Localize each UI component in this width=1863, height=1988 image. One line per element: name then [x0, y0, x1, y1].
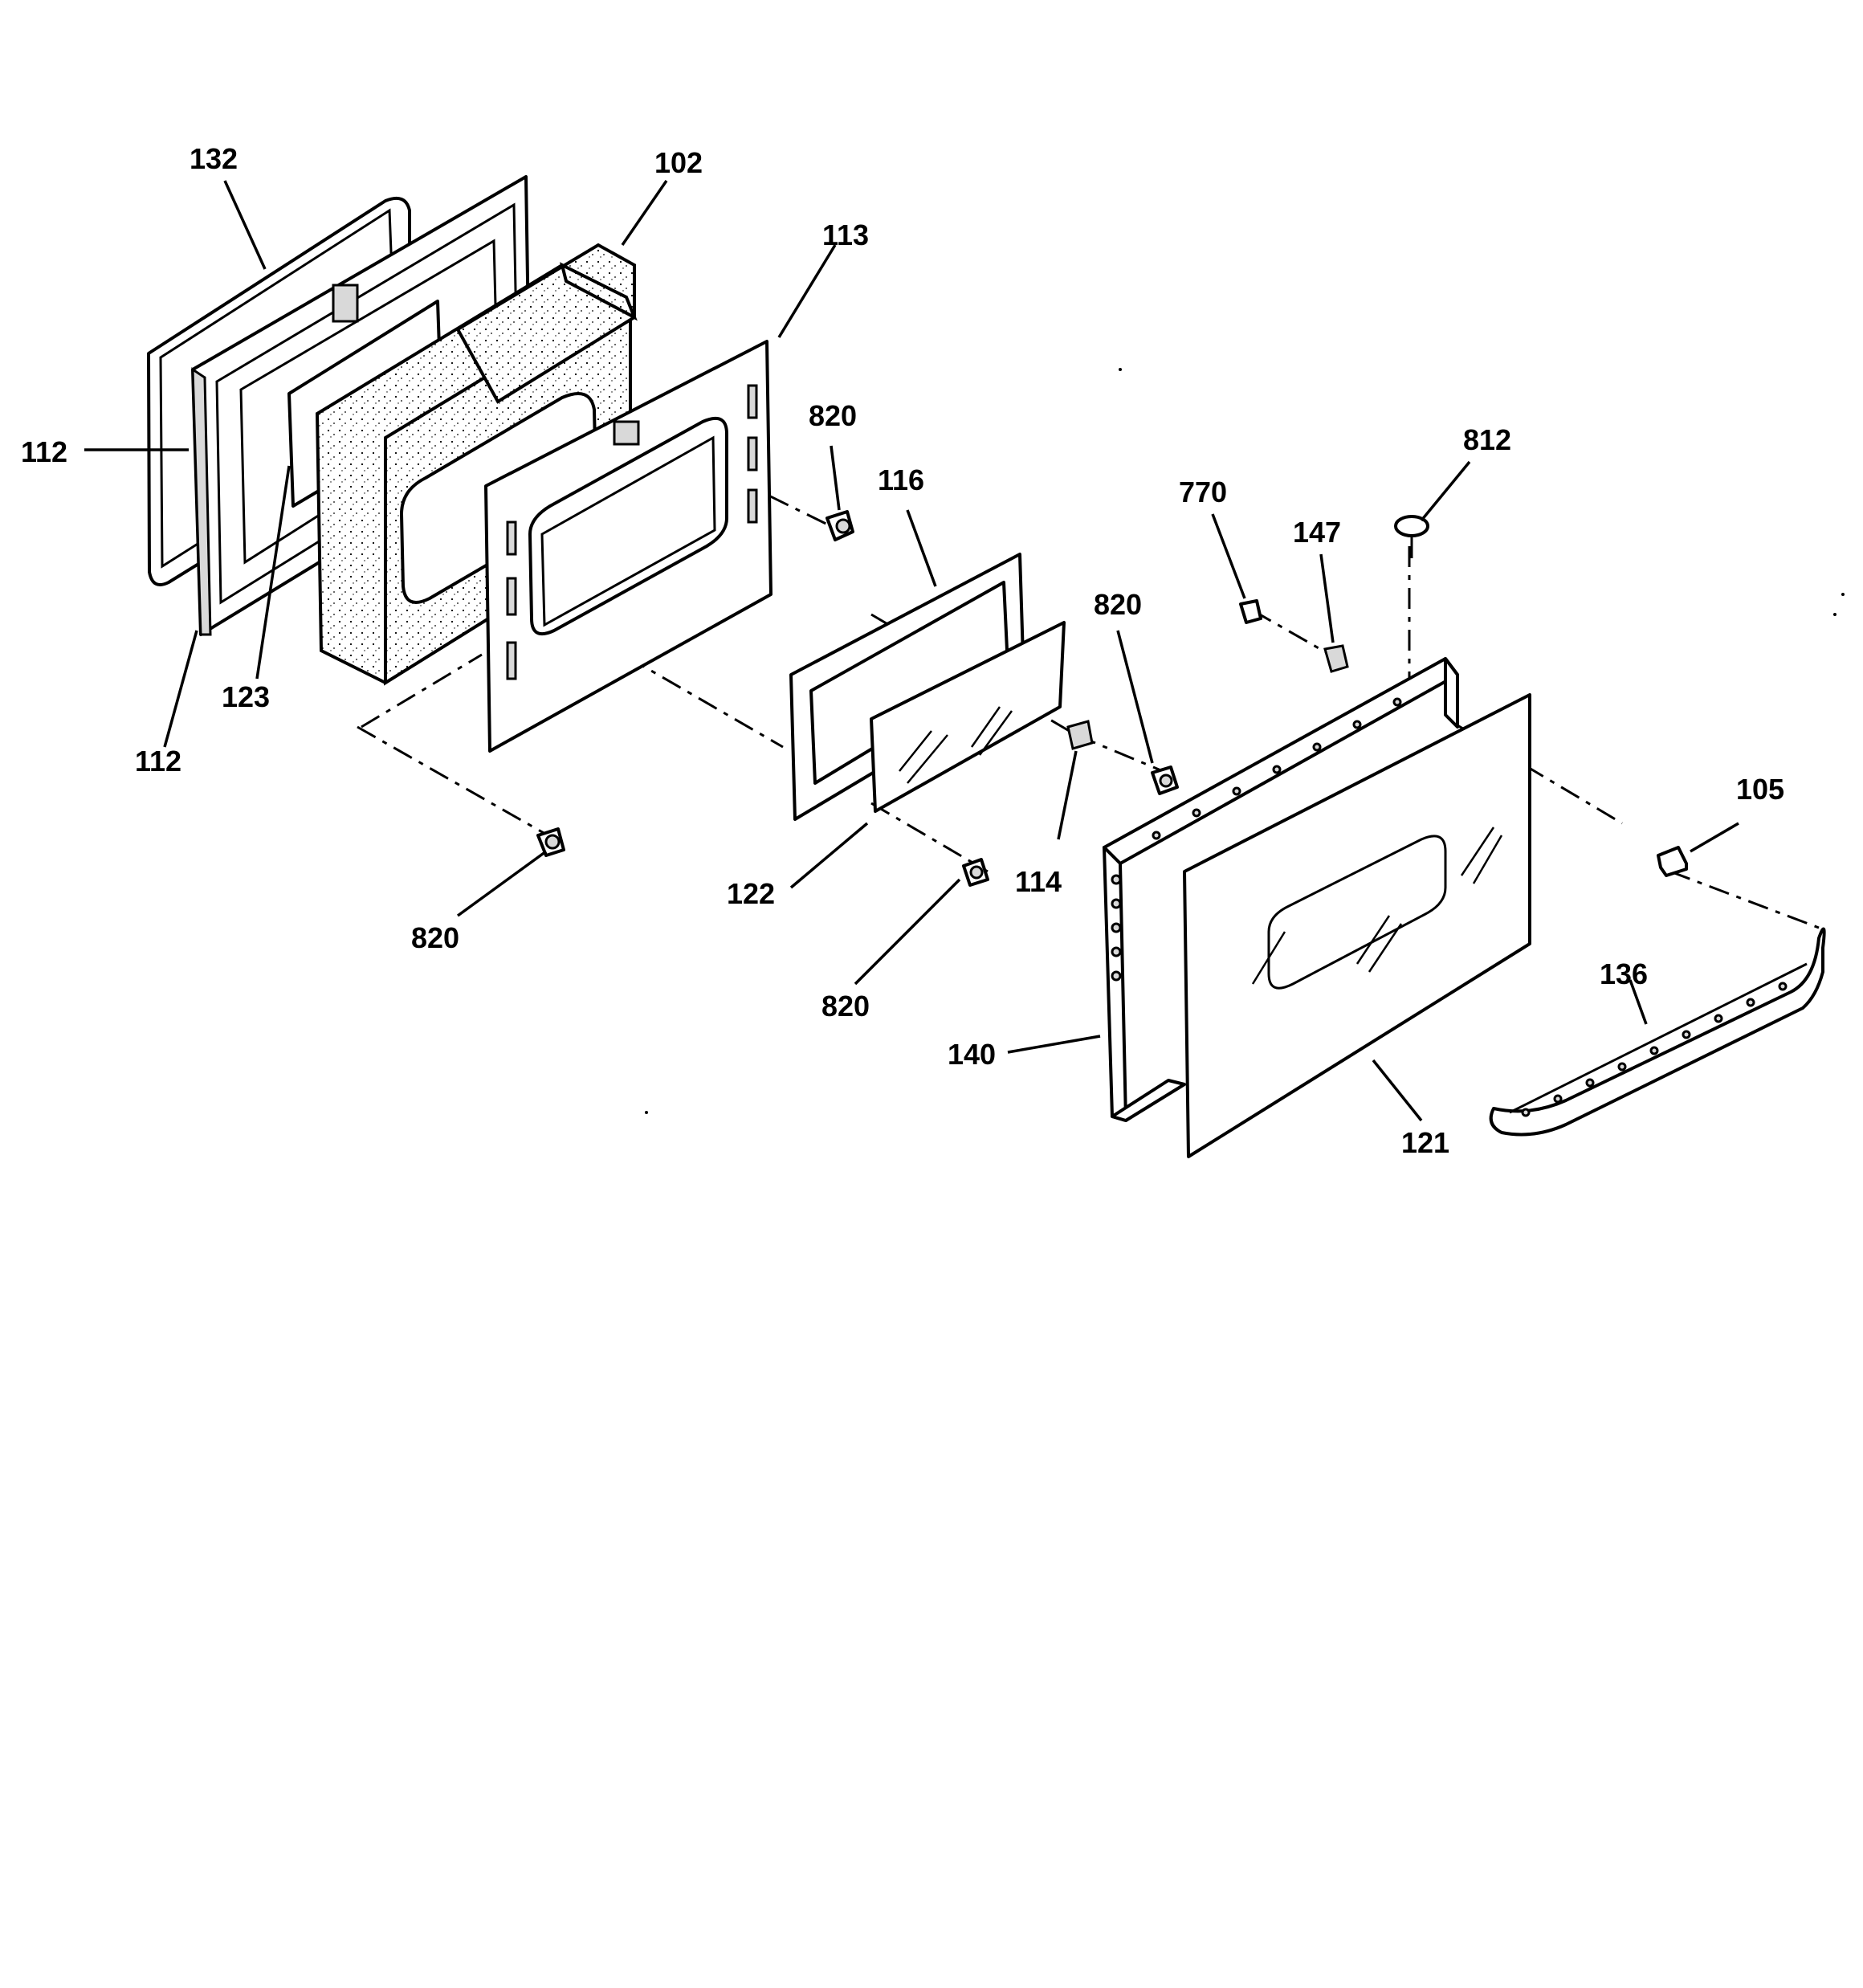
screw-820-middle [1151, 765, 1179, 795]
screw-812 [1394, 515, 1429, 558]
callout-770: 770 [1179, 476, 1227, 508]
callout-820-upper: 820 [809, 399, 857, 432]
callout-121: 121 [1401, 1126, 1449, 1159]
callout-116: 116 [878, 463, 924, 496]
screw-820-upper [826, 510, 854, 541]
callout-105: 105 [1736, 773, 1784, 806]
spacer-147 [1323, 644, 1349, 673]
inner-panel-113 [484, 340, 773, 753]
door-frame-140 [1103, 657, 1459, 1122]
clip-114 [1066, 720, 1094, 750]
inner-glass-122 [870, 621, 1066, 813]
callout-820-left: 820 [411, 921, 459, 954]
callout-140: 140 [948, 1038, 996, 1071]
callout-812: 812 [1463, 423, 1511, 456]
callout-820-lower: 820 [821, 990, 870, 1023]
leader-lines [84, 180, 1739, 1122]
callout-122: 122 [727, 877, 775, 910]
callout-102: 102 [654, 146, 703, 179]
outer-glass-121 [1183, 693, 1531, 1158]
callout-114: 114 [1015, 865, 1062, 898]
callout-132: 132 [190, 142, 238, 175]
screw-820-left [536, 827, 565, 857]
callout-113: 113 [822, 218, 869, 251]
callout-labels: 132 102 113 112 112 123 820 116 770 812 … [21, 142, 1784, 1159]
screw-770 [1239, 599, 1262, 624]
handle-136 [1489, 927, 1826, 1137]
callout-136: 136 [1600, 957, 1648, 990]
callout-112-upper: 112 [21, 435, 67, 468]
screw-820-lower [962, 858, 989, 887]
callout-820-middle: 820 [1094, 588, 1142, 621]
scan-specks [645, 368, 1845, 1114]
callout-147: 147 [1293, 516, 1341, 549]
callout-123: 123 [222, 680, 270, 713]
callout-112-lower: 112 [135, 745, 181, 778]
end-cap-105 [1657, 846, 1688, 877]
